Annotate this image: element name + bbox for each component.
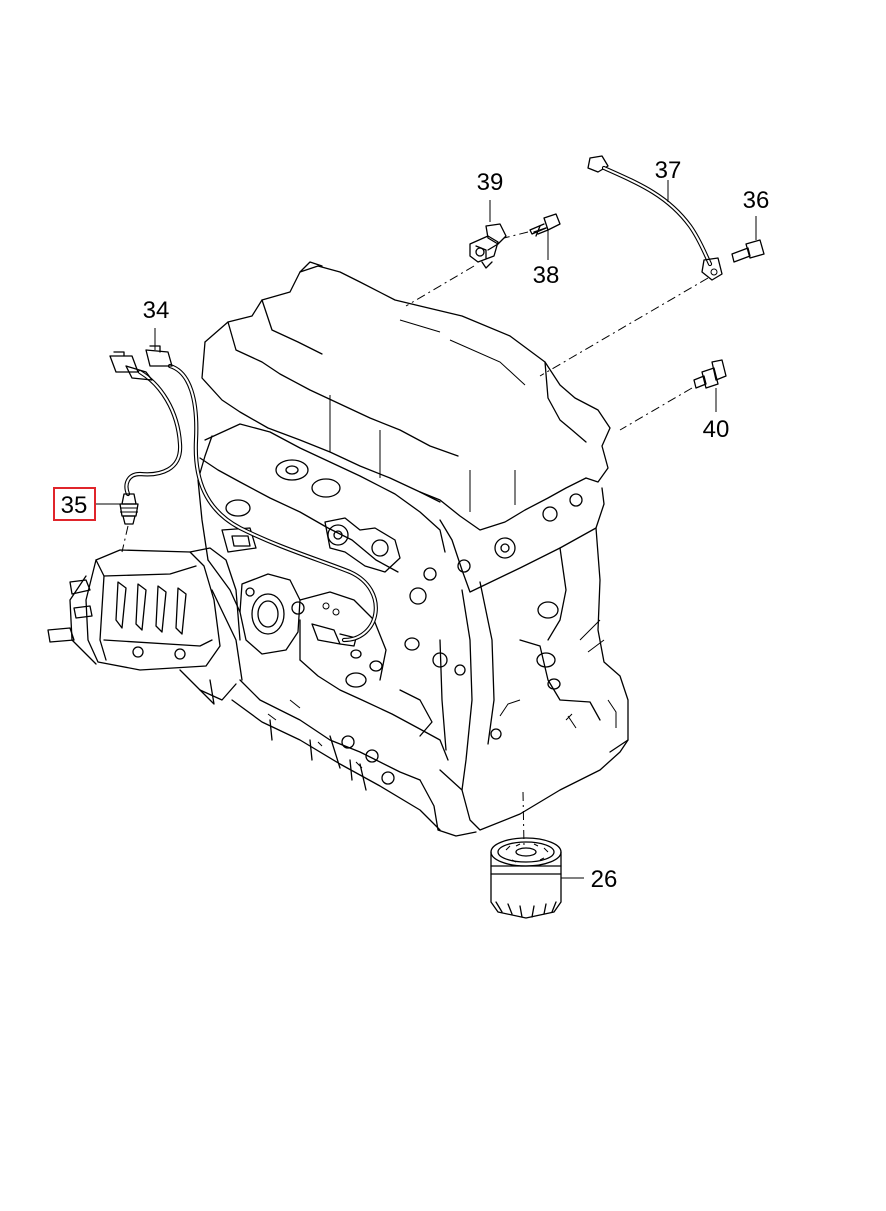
bolt-36: [731, 216, 765, 263]
callout-36[interactable]: 36: [743, 187, 770, 214]
callout-38[interactable]: 38: [533, 262, 560, 289]
leader-lines: [96, 328, 584, 879]
catalytic-converter: [47, 547, 241, 705]
oxygen-sensor: [119, 493, 139, 553]
engine-block: [197, 261, 629, 837]
callout-35-highlight-box: [53, 487, 96, 521]
callouts: 39 37 36 38 34 40 35 26: [53, 157, 770, 893]
callout-26[interactable]: 26: [591, 866, 618, 893]
callout-37[interactable]: 37: [655, 157, 682, 184]
callout-35[interactable]: 35: [61, 492, 88, 519]
bolt-38: [503, 213, 561, 260]
temperature-sensor: [619, 359, 727, 431]
knock-sensor-wire: [539, 155, 723, 377]
callout-40[interactable]: 40: [703, 416, 730, 443]
camshaft-sensor: [405, 200, 507, 307]
callout-39[interactable]: 39: [477, 169, 504, 196]
oil-filter: [490, 791, 562, 919]
sensor-harness: [109, 345, 378, 643]
callout-34[interactable]: 34: [143, 297, 170, 324]
